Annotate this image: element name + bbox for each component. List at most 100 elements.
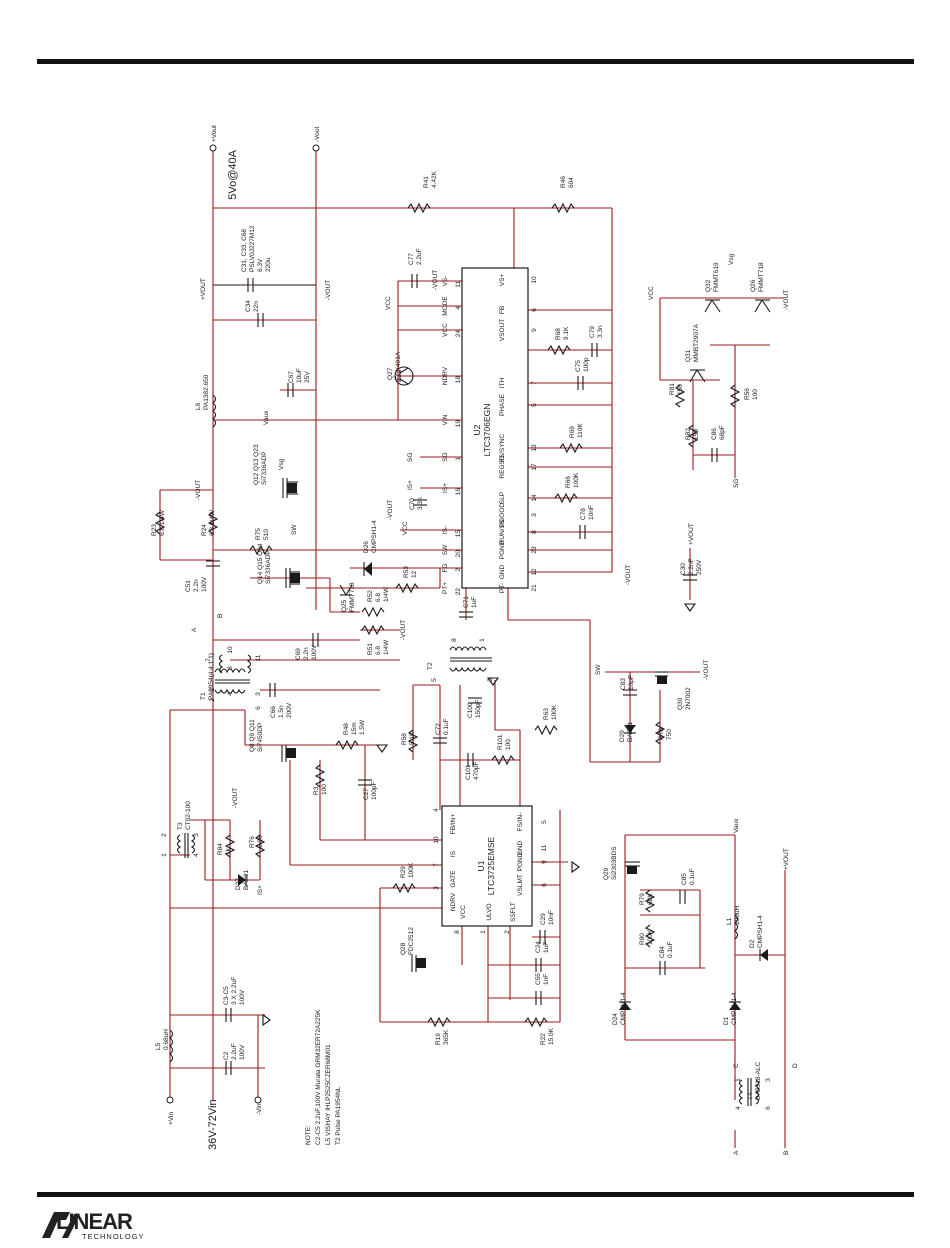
c69-cap-symbol bbox=[312, 633, 319, 647]
ref-r46: R46 bbox=[560, 176, 567, 188]
u1-pin-fs-in-: FS/IN- bbox=[517, 813, 524, 832]
ref-r101: R101 bbox=[497, 734, 504, 750]
value3-c31-c33-c68: 220u bbox=[265, 257, 272, 272]
ref-c79: C79 bbox=[589, 326, 596, 338]
ref-d26: D26 bbox=[363, 541, 370, 553]
u2-pin-regsd: REGSD bbox=[499, 455, 506, 478]
r19-resistor-symbol bbox=[427, 1016, 451, 1028]
ref-r56: R56 bbox=[744, 388, 751, 400]
u2-pin-fs-sync: FS/SYNC bbox=[499, 434, 506, 462]
r46-resistor-symbol bbox=[551, 202, 575, 214]
ref-q30: Q30 bbox=[677, 697, 684, 710]
value-r52: 6.8 bbox=[375, 593, 382, 602]
u1-pin-ulvo: ULVO bbox=[486, 903, 493, 920]
value-l6: PA1382.650 bbox=[203, 374, 210, 410]
value-r22: 15.0K bbox=[548, 1027, 555, 1045]
ground-icon bbox=[683, 603, 697, 612]
u1-pinnum-7: 7 bbox=[433, 863, 440, 867]
t4-pin-6-3: 6 bbox=[765, 1106, 772, 1110]
ref-c75: C75 bbox=[575, 360, 582, 372]
c66-cap-symbol bbox=[269, 683, 276, 697]
ground-icon bbox=[375, 744, 389, 753]
d27-diode-symbol bbox=[238, 874, 247, 886]
ref-c78: C78 bbox=[580, 508, 587, 520]
u2-pin-ndrv: NDRV bbox=[442, 366, 449, 385]
r52-resistor-symbol bbox=[361, 606, 385, 618]
ref-c70: C70 bbox=[409, 498, 416, 510]
value-d26: CMPSH1-4 bbox=[371, 520, 378, 553]
ref-c86: C86 bbox=[711, 428, 718, 440]
u2-pin-pgnd: PGND bbox=[499, 540, 506, 559]
value-t4: DA2318-ALC bbox=[755, 1061, 762, 1100]
d24-diode-symbol bbox=[619, 1001, 631, 1010]
value-r23: 6.8 1/4W bbox=[159, 509, 166, 536]
ref-q8-q9-q11: Q8 Q9 Q11 bbox=[249, 719, 256, 752]
ref-d1: D1 bbox=[723, 1016, 730, 1025]
ref-r58: R58 bbox=[401, 733, 408, 745]
vout-neg-terminal bbox=[312, 144, 320, 152]
d26-diode-symbol bbox=[363, 562, 372, 576]
value-r80: 100K bbox=[647, 929, 654, 945]
u2-pinnum-13: 13 bbox=[531, 444, 538, 452]
value-c71: 1uF bbox=[471, 597, 478, 608]
value-r79: 68K bbox=[647, 893, 654, 905]
vin-pos-label: +Vin bbox=[168, 1112, 175, 1125]
value2-c31-c33-c68: 6.3V bbox=[257, 258, 264, 272]
c55-cap-symbol bbox=[535, 991, 542, 1005]
value-c2: 2.2uF bbox=[231, 1043, 238, 1060]
value-q8-q9-q11: Si7450DP bbox=[257, 723, 264, 752]
value-r69: 110K bbox=[577, 423, 584, 438]
linear-logo-icon bbox=[42, 1212, 80, 1238]
ref-q32: Q32 bbox=[705, 279, 712, 292]
ref-t2: T2 bbox=[427, 662, 434, 670]
value-c51: 2.2n bbox=[193, 579, 200, 592]
u2-pin-phase: PHASE bbox=[499, 393, 506, 416]
u2-pinnum-16: 16 bbox=[455, 488, 462, 496]
value-q26: FMMT718 bbox=[758, 262, 765, 292]
ref-q25: Q25 bbox=[341, 599, 348, 612]
q25-transistor-symbol bbox=[339, 584, 353, 596]
notes-line-4: T2 Pulse PA1954NL bbox=[335, 1086, 342, 1145]
value-c83: 10pF bbox=[628, 675, 635, 690]
c29-cap-symbol bbox=[539, 930, 546, 944]
c3-cap-symbol bbox=[225, 1008, 232, 1022]
ref-r51: R51 bbox=[367, 643, 374, 655]
q14-mosfet-symbol bbox=[285, 568, 300, 588]
u2-pin-mode: MODE bbox=[442, 296, 449, 316]
net-vout-neg-c70: -VOUT bbox=[387, 500, 394, 520]
u2-pinnum-20: 20 bbox=[455, 550, 462, 558]
ref-r24: R24 bbox=[201, 524, 208, 536]
c84-cap-symbol bbox=[659, 961, 666, 975]
value-q27: FCX491A bbox=[395, 351, 402, 380]
u2-pin-sw: SW bbox=[442, 544, 449, 555]
q30-mosfet-symbol bbox=[655, 671, 668, 684]
ref-c85: C85 bbox=[681, 873, 688, 885]
r58-resistor-symbol bbox=[407, 729, 419, 753]
value-r76: 8.06 bbox=[257, 835, 264, 848]
value-c27: 100pF bbox=[371, 782, 378, 800]
t2-pin-1-1: 1 bbox=[479, 638, 486, 642]
value-r84: 1k bbox=[225, 847, 232, 855]
r75-resistor-symbol bbox=[249, 544, 273, 556]
value-r51: 6.8 bbox=[375, 646, 382, 655]
u2-pin-vs-: VS+ bbox=[499, 274, 506, 287]
u2-pin-is-: IS- bbox=[442, 526, 449, 534]
net-vout-neg-r51: -VOUT bbox=[400, 620, 407, 640]
ref-r53: R53 bbox=[403, 566, 410, 578]
value2-r51: 1/4W bbox=[383, 639, 390, 655]
r23-resistor-symbol bbox=[154, 511, 166, 535]
brand-logo-text: LINEAR bbox=[56, 1209, 133, 1234]
u2-pin-vcc: VCC bbox=[442, 323, 449, 337]
net-vsg-q12: Vsg bbox=[278, 458, 285, 470]
c70-cap-symbol bbox=[413, 499, 427, 506]
u1-pin-gate: GATE bbox=[450, 870, 457, 888]
u1-pin-ssflt: SSFLT bbox=[510, 902, 517, 922]
value-r41: 4.42K bbox=[431, 170, 438, 188]
ref-r48: R48 bbox=[343, 723, 350, 735]
value-l1: 100uH bbox=[734, 906, 741, 925]
value-q12-q13-q23: Si7336ADP bbox=[261, 451, 268, 485]
u2-pinnum-1: 1 bbox=[455, 457, 462, 461]
value-t3: CT02-100 bbox=[185, 801, 192, 830]
